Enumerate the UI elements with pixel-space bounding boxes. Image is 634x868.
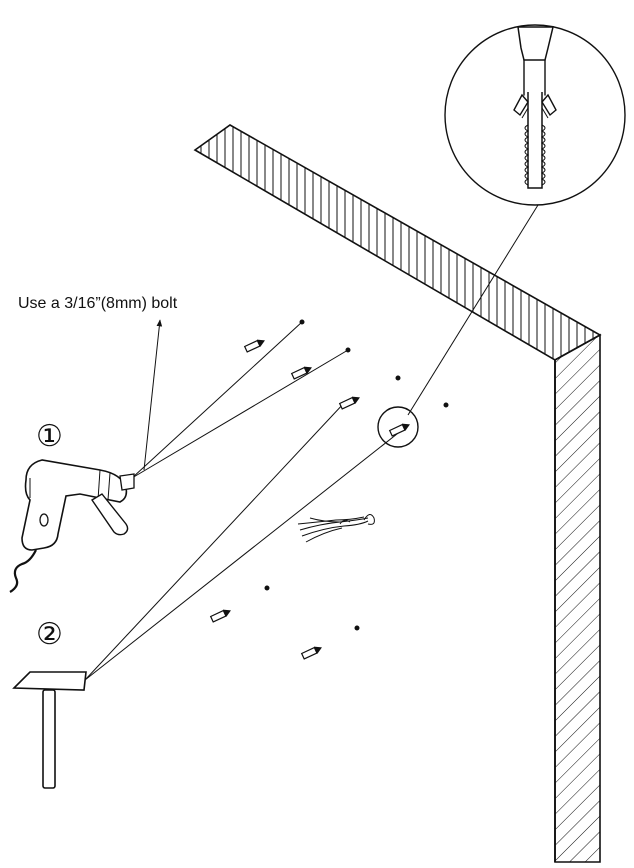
bolt-note: Use a 3/16”(8mm) bolt: [18, 295, 178, 312]
anchor-highlight-circle: [377, 406, 419, 448]
bolt-note-arrow: [143, 319, 163, 471]
wall-slab: [554, 333, 601, 863]
wire-bundle-icon: [297, 514, 375, 543]
step-1-label: ①: [36, 419, 63, 454]
wall-anchor-icon: [290, 366, 312, 380]
wall-anchor-icon: [338, 396, 360, 410]
hammer-sight-lines: [84, 401, 403, 681]
drill-icon: [9, 459, 135, 593]
anchor-detail-icon: [513, 26, 557, 189]
anchor-detail-callout: [444, 24, 626, 206]
wall-anchor-icon: [300, 646, 322, 660]
drill-sight-lines: [131, 321, 349, 479]
step-2-label: ②: [36, 617, 63, 652]
wall-anchor-icon: [209, 609, 231, 623]
wall-anchor-icon: [243, 339, 265, 353]
wall-anchor-icon: [388, 423, 410, 437]
drill-hole-dots: [264, 319, 449, 631]
hammer-icon: [12, 671, 87, 789]
callout-leader: [407, 204, 539, 416]
